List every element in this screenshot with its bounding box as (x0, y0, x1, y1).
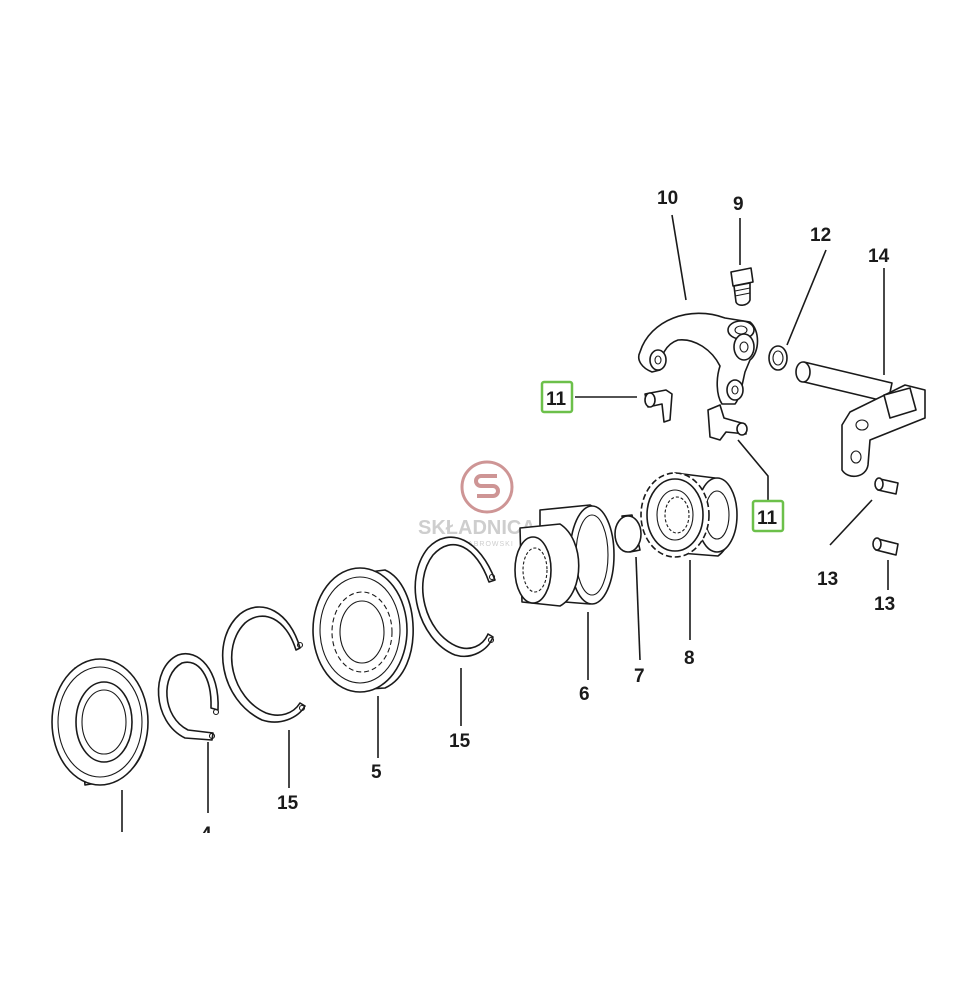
callout-13-upper: 13 (817, 569, 838, 590)
part-15-circlip-left (221, 606, 306, 723)
callout-10: 10 (657, 188, 678, 209)
callout-11-upper: 11 (546, 389, 567, 410)
callout-11-lower-highlight (751, 499, 785, 533)
part-11-pad-lower (707, 404, 748, 441)
part-7-cap (614, 514, 642, 553)
callout-9: 9 (733, 194, 744, 215)
callout-15-right: 15 (449, 731, 471, 752)
callout-8: 8 (684, 648, 695, 669)
watermark: SKŁADNICA DĄBROWSKI (418, 460, 536, 548)
part-4-snap-ring (157, 652, 220, 741)
watermark-logo-icon (460, 460, 514, 514)
part-14-shaft-bracket (795, 361, 926, 478)
watermark-text: SKŁADNICA (418, 517, 536, 539)
crop-mask (0, 833, 968, 1000)
part-13-pin-lower (872, 537, 899, 556)
callout-11-lower: 11 (757, 508, 778, 529)
watermark-logo-s-icon (474, 474, 500, 498)
callout-15-left: 15 (277, 793, 299, 814)
callout-14: 14 (868, 246, 890, 267)
part-11-pad-upper (644, 389, 673, 423)
callout-7: 7 (634, 666, 645, 687)
part-10-shift-fork (637, 312, 759, 405)
leader-lines (121, 214, 889, 832)
part-6-sleeve (514, 504, 615, 607)
callout-6: 6 (579, 684, 590, 705)
part-9-bolt (730, 267, 754, 306)
part-8-gear (640, 472, 738, 558)
callout-12: 12 (810, 225, 831, 246)
part-12-washer (768, 345, 788, 371)
part-seal-left (51, 658, 149, 786)
watermark-subtext: DĄBROWSKI (462, 541, 514, 548)
callout-13-lower: 13 (874, 594, 895, 615)
callout-11-upper-highlight (540, 380, 574, 414)
part-5-bearing (312, 567, 414, 693)
callout-5: 5 (371, 762, 382, 783)
part-15-circlip-right (414, 536, 496, 657)
part-13-pin-upper (874, 477, 899, 495)
